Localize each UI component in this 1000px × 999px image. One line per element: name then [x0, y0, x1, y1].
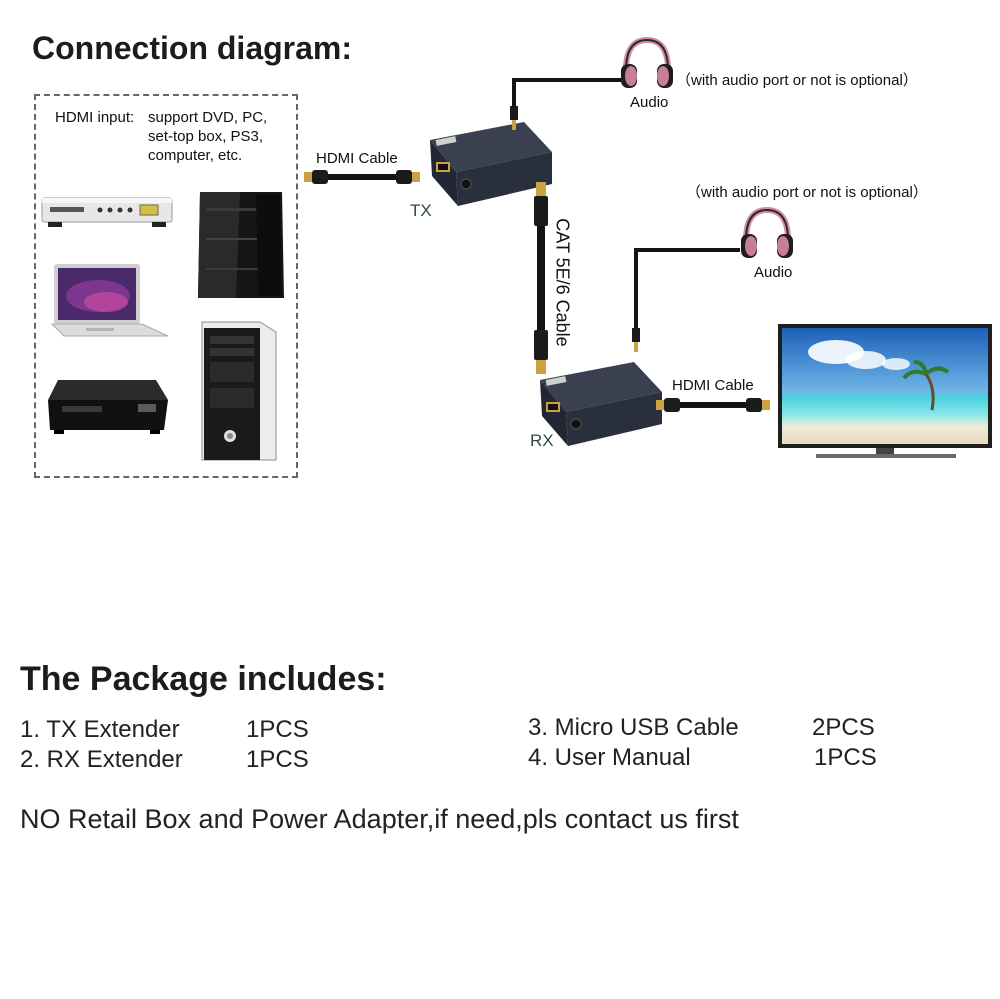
cat-plug-bottom — [534, 330, 548, 374]
rx-hdmi-cable-label: HDMI Cable — [672, 377, 754, 394]
tx-audio-note: （with audio port or not is optional） — [676, 72, 918, 89]
cat-plug-top — [534, 182, 548, 226]
package-item-name: 1. TX Extender — [20, 716, 180, 743]
rx-hdmi-plug-left — [656, 398, 680, 412]
rx-headphones-icon — [741, 206, 793, 258]
pc-tower-icon — [201, 321, 277, 461]
package-title: The Package includes: — [20, 660, 387, 698]
package-note: NO Retail Box and Power Adapter,if need,… — [20, 804, 739, 834]
tx-extender-icon — [430, 122, 552, 206]
tx-hdmi-plug-right — [396, 170, 420, 184]
tx-hdmi-cable-label: HDMI Cable — [316, 150, 398, 167]
rx-audio-note: （with audio port or not is optional） — [686, 184, 928, 201]
package-item-qty: 1PCS — [246, 716, 309, 743]
package-item-qty: 2PCS — [812, 714, 875, 741]
hdmi-input-desc-line-1: support DVD, PC, — [148, 109, 268, 126]
hdmi-input-desc-line-2: set-top box, PS3, — [148, 128, 264, 145]
hdmi-input-label: HDMI input: — [55, 109, 135, 126]
tx-label: TX — [410, 201, 432, 220]
package-item-qty: 1PCS — [246, 746, 309, 773]
set-top-box-icon — [48, 380, 168, 434]
rx-hdmi-plug-right — [746, 398, 770, 412]
package-item-name: 3. Micro USB Cable — [528, 714, 739, 741]
input-devices-box — [34, 94, 298, 478]
rx-audio-label: Audio — [754, 264, 793, 281]
tx-audio-label: Audio — [630, 94, 669, 111]
ps3-console-icon — [198, 192, 284, 298]
laptop-icon — [50, 264, 169, 337]
package-item-qty: 1PCS — [814, 744, 877, 771]
cat-cable-label: CAT 5E/6 Cable — [552, 218, 573, 347]
tv-icon — [778, 324, 992, 458]
tx-headphones-icon — [621, 36, 673, 88]
package-item-name: 4. User Manual — [528, 744, 691, 771]
tx-hdmi-plug-left — [304, 170, 328, 184]
rx-extender-icon — [540, 362, 662, 446]
hdmi-input-desc-line-3: computer, etc. — [148, 147, 243, 164]
diagram-title: Connection diagram: — [32, 30, 353, 66]
cable-wires — [317, 78, 752, 408]
dvd-player-icon — [41, 197, 173, 227]
tx-audio-plug — [510, 106, 518, 130]
rx-label: RX — [530, 431, 554, 450]
rx-audio-plug — [632, 328, 640, 352]
package-item-name: 2. RX Extender — [20, 746, 183, 773]
